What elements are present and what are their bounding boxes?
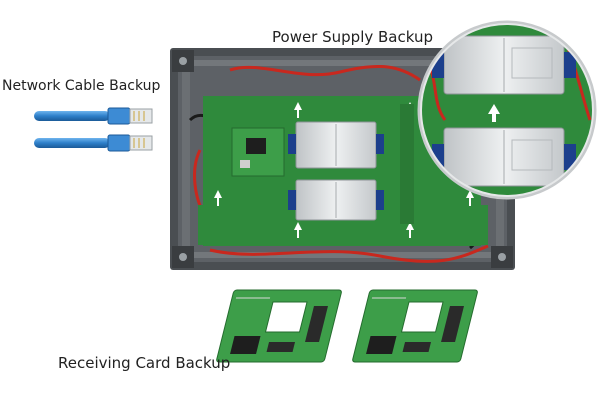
- power-supply-unit-zoomed: [432, 35, 576, 95]
- power-wire: [209, 244, 489, 263]
- power-supply-unit: [288, 179, 384, 221]
- power-supply-backup-label: Power Supply Backup: [272, 28, 433, 46]
- network-cables: [34, 107, 153, 152]
- power-supply-zoom: [417, 20, 597, 200]
- network-cable-backup-label: Network Cable Backup: [2, 78, 161, 94]
- receiving-card-backup-label: Receiving Card Backup: [58, 354, 231, 372]
- power-wire: [229, 64, 421, 82]
- receiving-card: [352, 289, 478, 363]
- network-cable: [34, 107, 153, 125]
- receiving-card: [216, 289, 342, 363]
- network-cable: [34, 134, 153, 152]
- power-supply-unit: [288, 121, 384, 169]
- rj45-plug: [129, 135, 153, 151]
- rj45-plug: [129, 108, 153, 124]
